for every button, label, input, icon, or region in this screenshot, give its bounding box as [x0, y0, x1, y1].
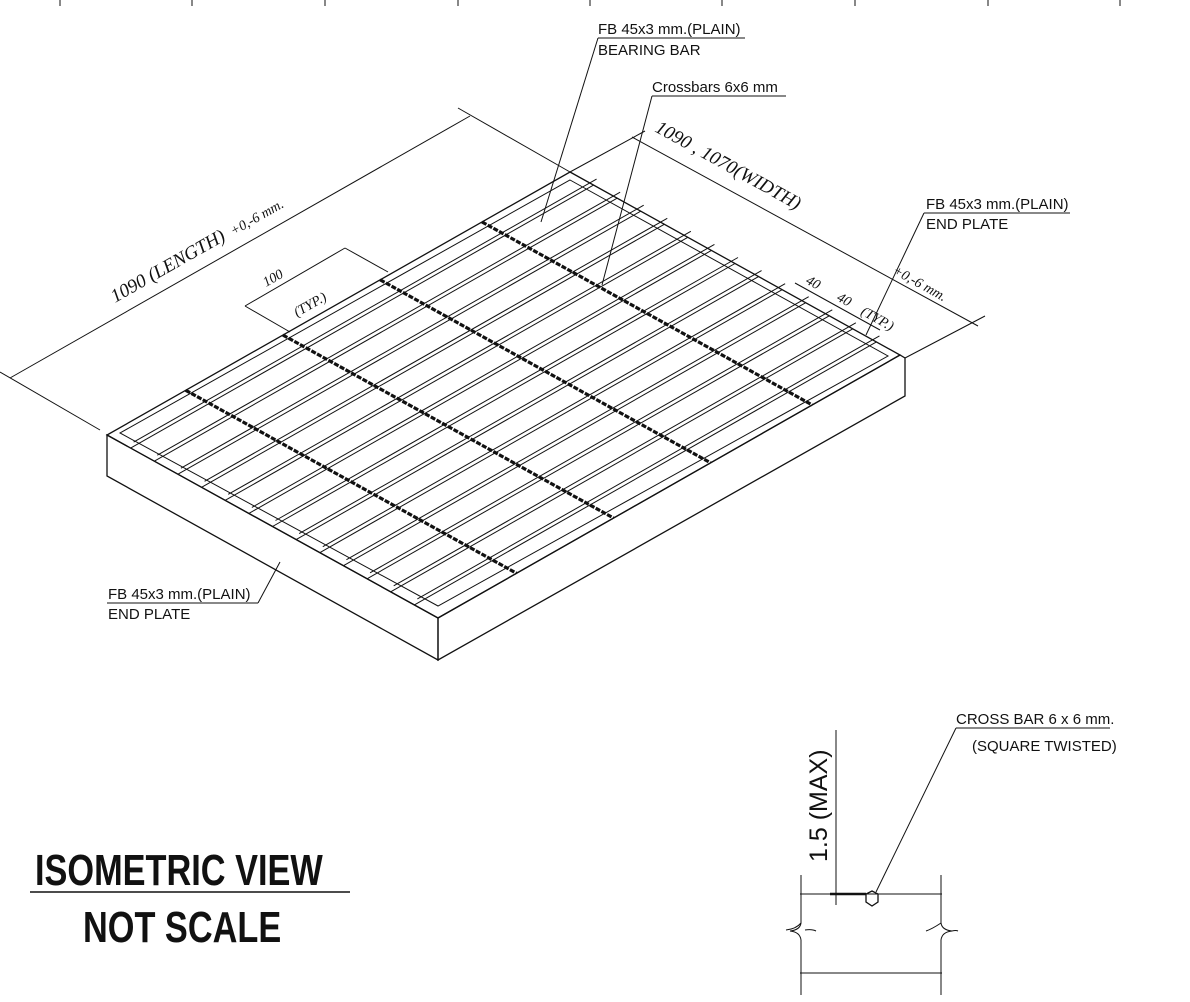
bearing-bar-edge: [417, 335, 880, 600]
bearing-bar-edge: [227, 230, 692, 495]
bearing-bar-edge: [157, 191, 621, 456]
bearing-bar-edge: [393, 322, 857, 587]
bearing-bar: [272, 263, 736, 527]
grating-right-side: [437, 354, 906, 662]
twisted-crossbar: [379, 278, 712, 465]
bearing-bars: [130, 178, 880, 606]
bearing-bar-edge: [369, 309, 833, 574]
crossbar-pitch-value: 100: [261, 267, 287, 290]
svg-text:BEARING BAR: BEARING BAR: [598, 42, 701, 59]
svg-text:END PLATE: END PLATE: [108, 606, 190, 623]
crossbar-section-detail: 1.5 (MAX) CROSS BAR 6 x 6 mm. (SQUARE TW…: [785, 711, 1117, 995]
end-plate-left-callout: FB 45x3 mm.(PLAIN) END PLATE: [107, 561, 281, 623]
svg-text:FB 45x3 mm.(PLAIN): FB 45x3 mm.(PLAIN): [108, 586, 251, 603]
svg-text:(SQUARE TWISTED): (SQUARE TWISTED): [972, 738, 1117, 755]
gap-label: 1.5 (MAX): [805, 749, 833, 862]
view-title: ISOMETRIC VIEW NOT SCALE: [30, 846, 350, 952]
bar-pitch-1: 40: [803, 273, 823, 293]
crossbars-callout: Crossbars 6x6 mm: [601, 79, 786, 286]
width-label: 1090 , 1070(WIDTH): [652, 117, 805, 214]
bearing-bar-callout: FB 45x3 mm.(PLAIN) BEARING BAR: [540, 21, 745, 223]
svg-text:FB 45x3 mm.(PLAIN): FB 45x3 mm.(PLAIN): [598, 21, 741, 38]
twisted-crossbar: [481, 220, 813, 407]
width-tolerance: +0,-6 mm.: [890, 263, 949, 305]
bearing-bar: [390, 328, 854, 593]
bearing-bar: [319, 289, 783, 554]
bearing-bar: [130, 184, 594, 449]
bearing-bar: [366, 315, 830, 580]
bearing-bar-edge: [251, 243, 715, 508]
bearing-bar-edge: [180, 204, 644, 469]
bearing-bar: [295, 276, 759, 541]
bar-pitch-2: 40: [834, 290, 854, 310]
bearing-bar: [201, 223, 665, 488]
bar-pitch-note: (TYP.): [858, 304, 896, 334]
svg-text:Crossbars 6x6 mm: Crossbars 6x6 mm: [652, 79, 778, 96]
end-plate-right-callout: FB 45x3 mm.(PLAIN) END PLATE: [865, 196, 1070, 336]
bearing-bar-edge: [298, 270, 762, 535]
bearing-bar-edge: [322, 283, 786, 548]
grating-inner-outline: [118, 179, 890, 607]
crossbar-hexagon: [865, 890, 879, 907]
title-isometric-view: ISOMETRIC VIEW: [35, 846, 323, 895]
bearing-bar: [343, 302, 806, 567]
sheet-border-ticks: [59, 0, 1121, 6]
svg-text:END PLATE: END PLATE: [926, 216, 1008, 233]
bearing-bar-edge: [346, 296, 809, 561]
length-label: 1090 (LENGTH)+0,-6 mm.: [107, 193, 287, 308]
twisted-crossbars: [184, 220, 813, 575]
grating-panel: [105, 171, 906, 662]
crossbar-pitch-note: (TYP.): [292, 290, 330, 321]
bearing-bar: [414, 341, 877, 606]
title-not-scale: NOT SCALE: [83, 903, 281, 952]
bearing-bar: [177, 210, 641, 475]
bearing-bar-edge: [204, 217, 668, 482]
crossbar-pitch-dimension: 100 (TYP.): [244, 247, 389, 333]
svg-text:CROSS BAR 6 x 6 mm.: CROSS BAR 6 x 6 mm.: [956, 711, 1114, 728]
svg-text:FB 45x3 mm.(PLAIN): FB 45x3 mm.(PLAIN): [926, 196, 1069, 213]
bearing-bar-edge: [133, 178, 597, 443]
bearing-bar: [248, 249, 712, 514]
twisted-crossbar: [282, 333, 615, 520]
twisted-crossbar: [184, 388, 518, 575]
bearing-bar-edge: [275, 257, 739, 521]
